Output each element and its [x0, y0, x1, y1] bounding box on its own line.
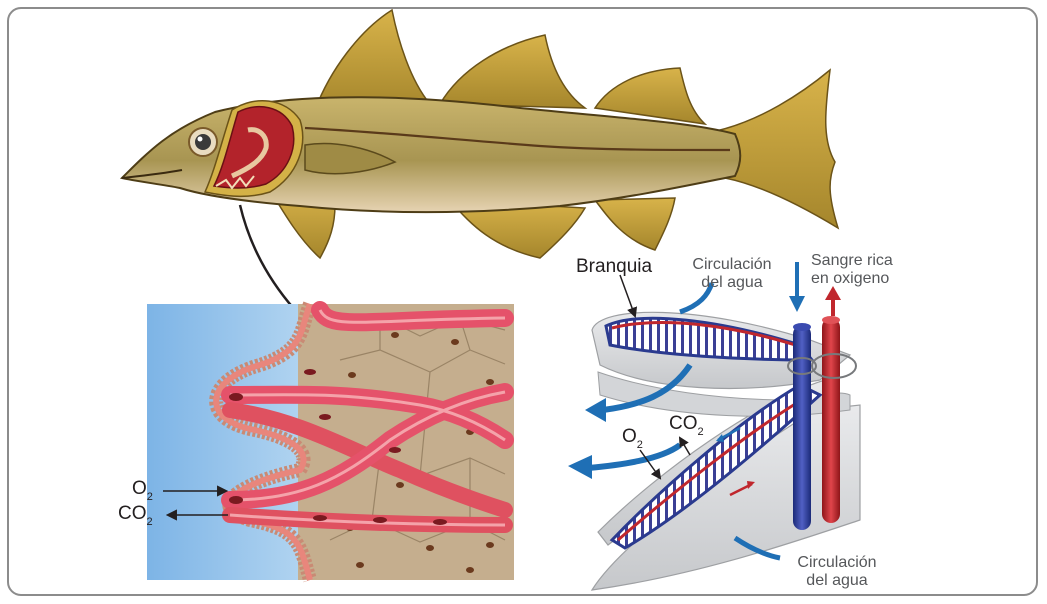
gill-filament-diagram — [568, 262, 860, 590]
label-branquia: Branquia — [576, 256, 652, 277]
label-blood-line2: en oxigeno — [811, 270, 893, 288]
water-arrow-left-lower — [568, 455, 592, 479]
label-o2-right: O2 — [622, 426, 643, 447]
dorsal-fin-2 — [440, 35, 585, 108]
label-oxygen-rich-blood: Sangre rica en oxigeno — [811, 252, 893, 288]
label-water-circulation-bottom: Circulación del agua — [782, 554, 892, 590]
label-co2-right: CO2 — [669, 413, 704, 434]
gill-tissue-section — [147, 304, 514, 580]
dorsal-fin-1 — [315, 10, 430, 110]
anal-fin-2 — [595, 198, 675, 250]
label-water-bottom-line1: Circulación — [782, 554, 892, 572]
label-water-bottom-line2: del agua — [782, 572, 892, 590]
fish-illustration — [122, 10, 838, 258]
label-water-circulation-top: Circulación del agua — [682, 256, 782, 292]
label-o2-left: O2 — [132, 478, 153, 499]
water-arrow-left-upper — [585, 398, 606, 422]
inflow-arrow-blue — [789, 296, 805, 312]
label-water-top-line2: del agua — [682, 274, 782, 292]
dorsal-fin-3 — [595, 68, 705, 124]
outflow-arrow-red — [825, 286, 841, 300]
blood-vessel-blue — [793, 325, 811, 530]
label-water-top-line1: Circulación — [682, 256, 782, 274]
label-blood-line1: Sangre rica — [811, 252, 893, 270]
blood-vessel-red — [822, 318, 840, 523]
label-co2-left: CO2 — [118, 503, 153, 524]
